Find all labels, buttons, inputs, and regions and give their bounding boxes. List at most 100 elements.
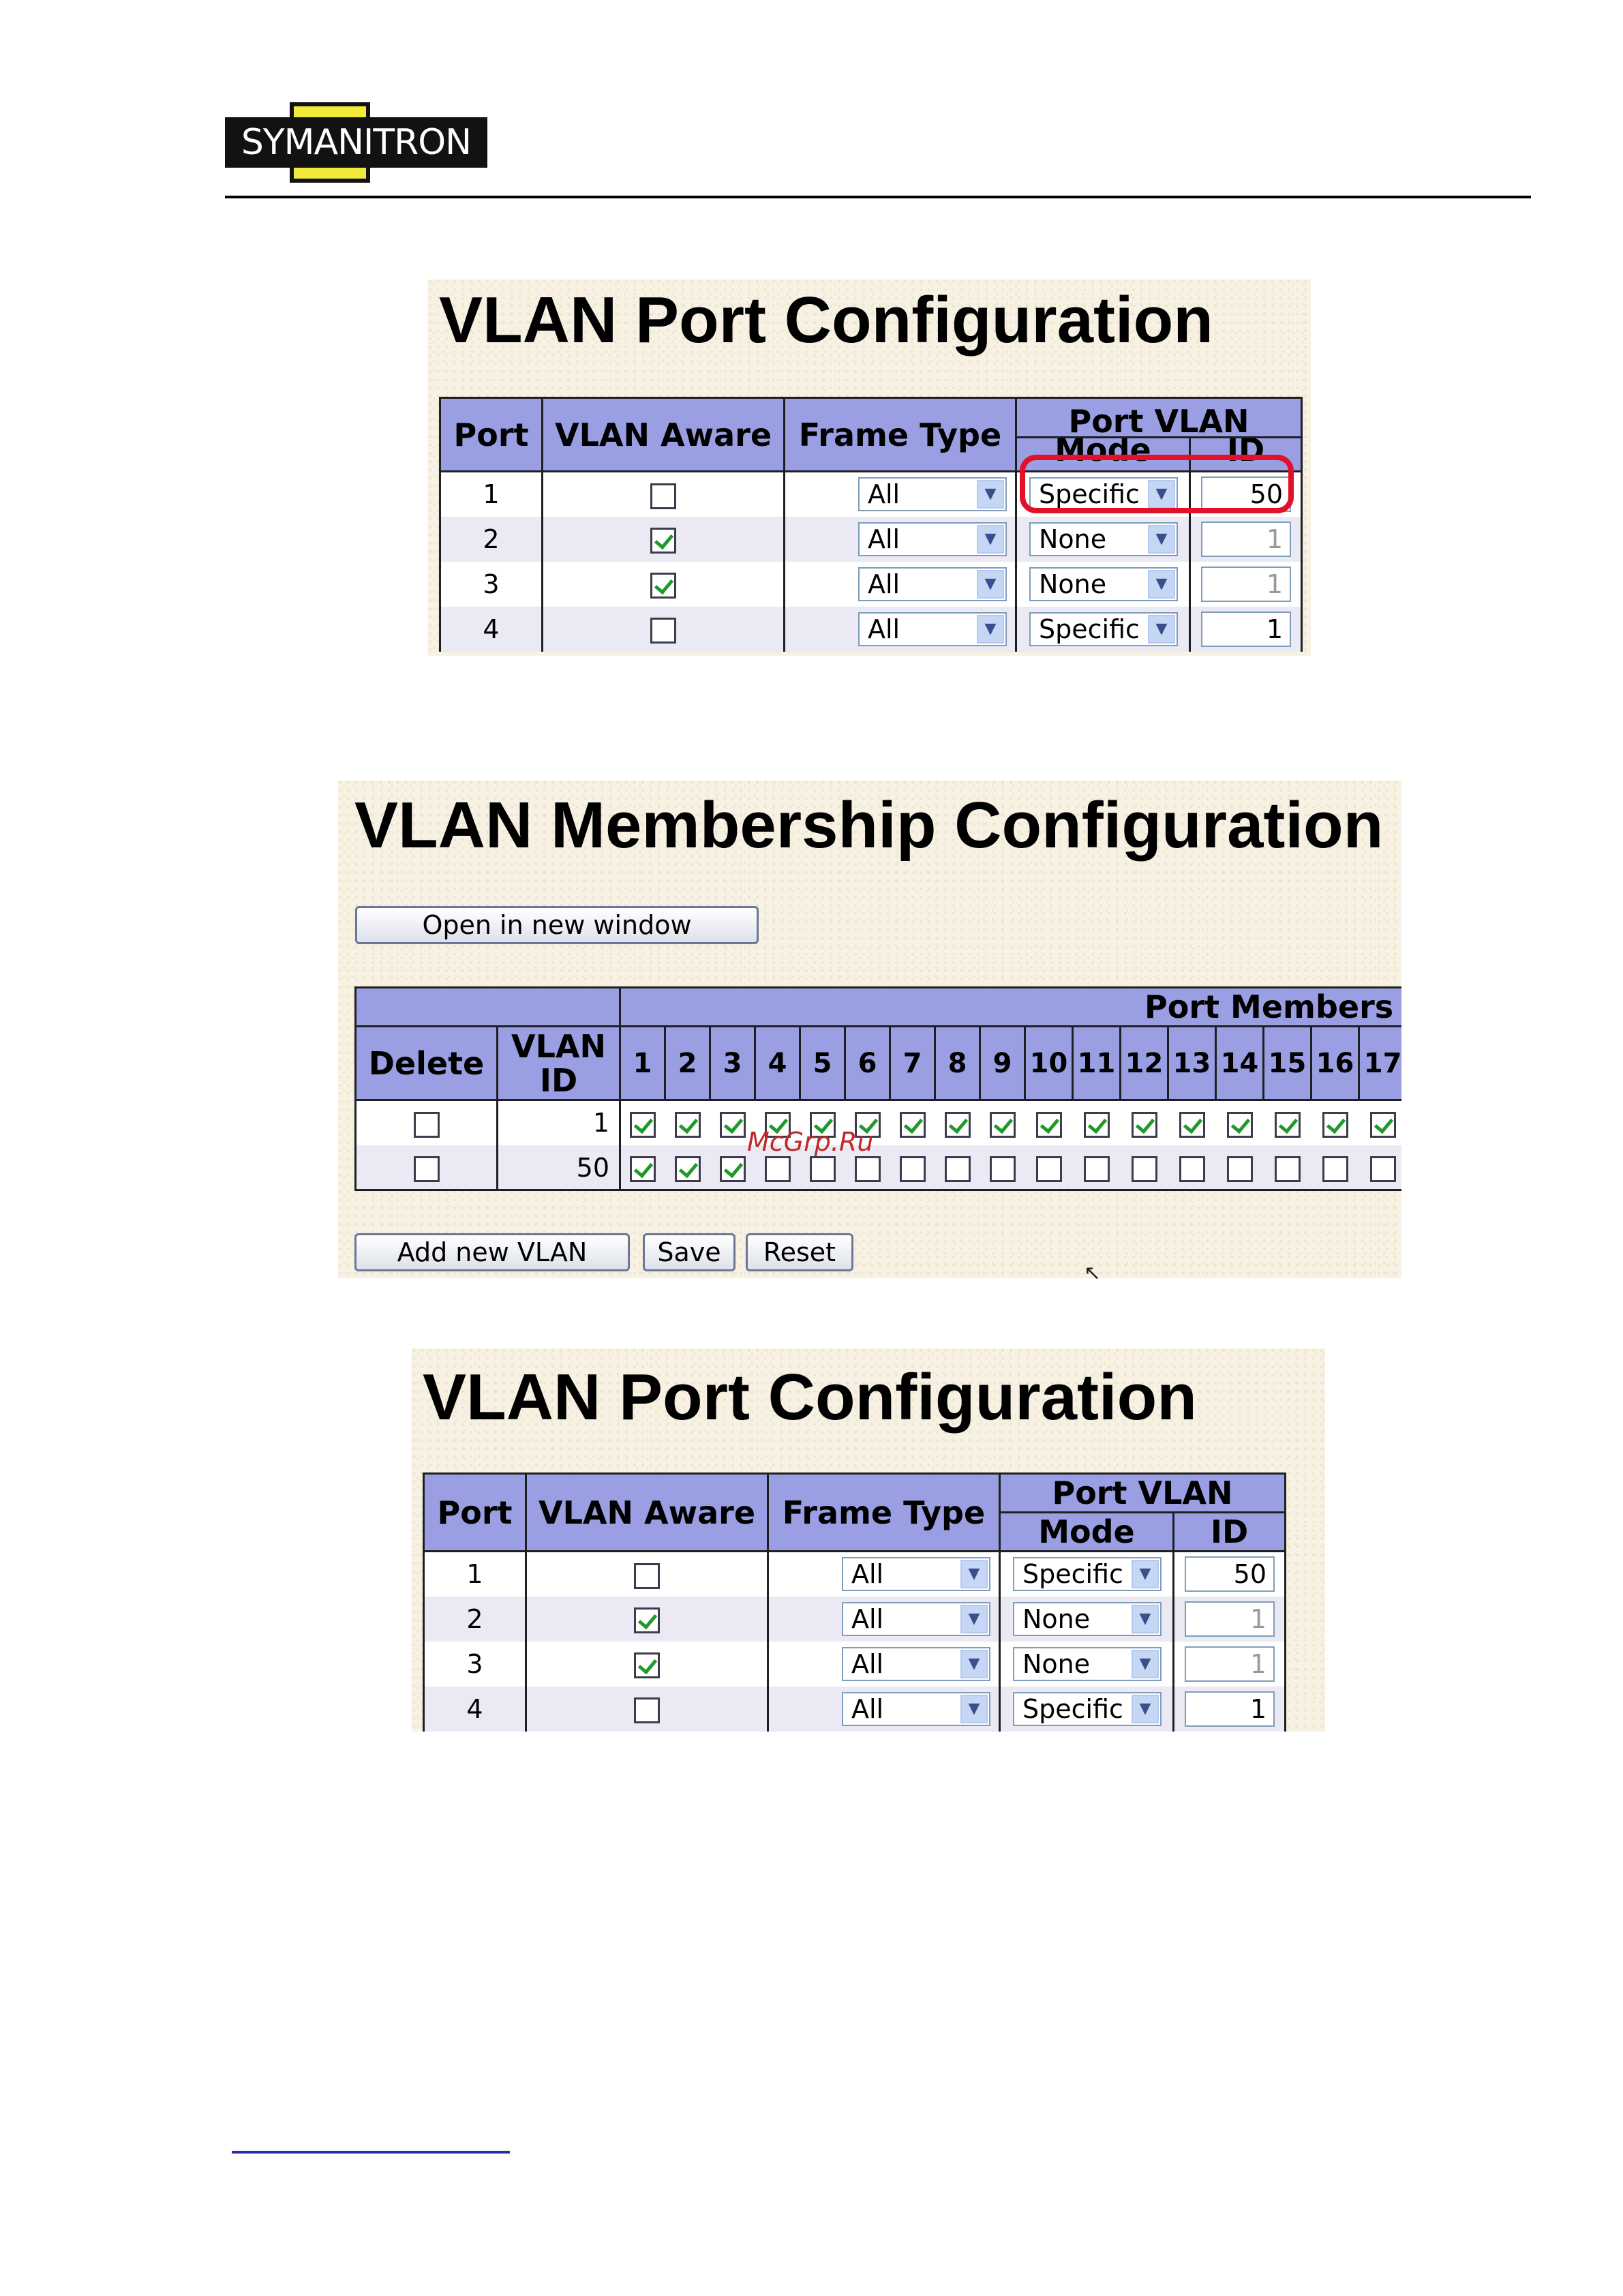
member-checkbox-port-17[interactable]	[1369, 1156, 1396, 1182]
member-cell	[665, 1145, 710, 1190]
member-checkbox-port-10[interactable]	[1035, 1156, 1062, 1182]
mode-select[interactable]: None▼	[1013, 1601, 1162, 1636]
member-checkbox-port-3[interactable]	[719, 1111, 746, 1138]
member-checkbox-port-13[interactable]	[1179, 1156, 1205, 1182]
vlan-id-input[interactable]: 1	[1185, 1691, 1275, 1727]
vlan-id-input[interactable]: 1	[1201, 611, 1291, 647]
member-checkbox-port-10[interactable]	[1035, 1111, 1062, 1138]
member-checkbox-port-9[interactable]	[989, 1111, 1016, 1138]
vlan-id-input[interactable]: 1	[1201, 521, 1291, 557]
member-cell	[845, 1100, 890, 1145]
member-checkbox-port-11[interactable]	[1083, 1111, 1110, 1138]
add-new-vlan-button[interactable]: Add new VLAN	[354, 1233, 630, 1271]
vlan-aware-checkbox[interactable]	[650, 528, 676, 554]
member-checkbox-port-15[interactable]	[1274, 1111, 1301, 1138]
member-checkbox-port-16[interactable]	[1322, 1111, 1348, 1138]
member-checkbox-port-7[interactable]	[899, 1156, 926, 1182]
footer-link-underline[interactable]	[232, 2151, 510, 2154]
vlan-aware-cell	[525, 1641, 769, 1687]
member-checkbox-port-12[interactable]	[1131, 1111, 1157, 1138]
member-checkbox-port-12[interactable]	[1131, 1156, 1157, 1182]
member-checkbox-port-5[interactable]	[809, 1156, 836, 1182]
member-checkbox-port-1[interactable]	[630, 1111, 656, 1138]
mode-select[interactable]: None▼	[1029, 522, 1178, 556]
vlan-id-input[interactable]: 1	[1185, 1601, 1275, 1637]
vlan-aware-checkbox[interactable]	[650, 573, 676, 599]
frame-type-select[interactable]: All▼	[858, 522, 1007, 556]
open-in-new-window-button[interactable]: Open in new window	[355, 906, 759, 944]
member-checkbox-port-14[interactable]	[1226, 1156, 1253, 1182]
member-checkbox-port-5[interactable]	[809, 1111, 836, 1138]
vlan-id-input[interactable]: 1	[1185, 1646, 1275, 1682]
member-checkbox-port-4[interactable]	[764, 1156, 791, 1182]
vlan-aware-header: VLAN Aware	[525, 1472, 769, 1552]
logo-text: SYMANITRON	[241, 122, 472, 163]
mode-select[interactable]: None▼	[1029, 567, 1178, 601]
chevron-down-icon: ▼	[977, 569, 1004, 599]
mode-select[interactable]: Specific▼	[1029, 611, 1178, 646]
frame-type-select[interactable]: All▼	[842, 1646, 990, 1681]
frame-type-select[interactable]: All▼	[858, 611, 1007, 646]
member-checkbox-port-3[interactable]	[719, 1156, 746, 1182]
port-header: Port	[423, 1472, 527, 1552]
member-checkbox-port-2[interactable]	[674, 1111, 701, 1138]
member-checkbox-port-6[interactable]	[854, 1111, 881, 1138]
member-checkbox-port-1[interactable]	[630, 1156, 656, 1182]
port-column-header: 17	[1357, 1025, 1401, 1101]
member-cell	[1120, 1145, 1168, 1190]
frame-type-select[interactable]: All▼	[858, 477, 1007, 512]
member-checkbox-port-8[interactable]	[944, 1156, 971, 1182]
mode-value: Specific	[1039, 614, 1140, 644]
vlan-aware-cell	[541, 516, 785, 562]
member-checkbox-port-13[interactable]	[1179, 1111, 1205, 1138]
frame-type-select[interactable]: All▼	[842, 1601, 990, 1636]
vlan-aware-checkbox[interactable]	[634, 1562, 660, 1589]
mode-cell: Specific▼	[999, 1686, 1174, 1732]
member-cell	[1120, 1100, 1168, 1145]
mode-select[interactable]: Specific▼	[1013, 1691, 1162, 1726]
vlan-id-input[interactable]: 50	[1201, 477, 1291, 513]
member-cell	[710, 1100, 755, 1145]
page-title: VLAN Port Configuration	[423, 1361, 1197, 1434]
frame-type-select[interactable]: All▼	[842, 1557, 990, 1592]
mode-select[interactable]: None▼	[1013, 1646, 1162, 1681]
member-checkbox-port-7[interactable]	[899, 1111, 926, 1138]
delete-checkbox[interactable]	[413, 1156, 440, 1182]
member-checkbox-port-14[interactable]	[1226, 1111, 1253, 1138]
chevron-down-icon: ▼	[960, 1694, 988, 1723]
member-checkbox-port-16[interactable]	[1322, 1156, 1348, 1182]
header-rule	[225, 196, 1531, 198]
delete-cell	[354, 1100, 498, 1145]
member-checkbox-port-4[interactable]	[764, 1111, 791, 1138]
member-checkbox-port-17[interactable]	[1369, 1111, 1396, 1138]
vlan-aware-checkbox[interactable]	[634, 1607, 660, 1633]
member-checkbox-port-2[interactable]	[674, 1156, 701, 1182]
member-checkbox-port-9[interactable]	[989, 1156, 1016, 1182]
port-column-header: 12	[1119, 1025, 1169, 1101]
member-checkbox-port-6[interactable]	[854, 1156, 881, 1182]
delete-checkbox[interactable]	[413, 1111, 440, 1138]
vlan-aware-checkbox[interactable]	[650, 483, 676, 509]
mode-select[interactable]: Specific▼	[1013, 1557, 1162, 1592]
vlan-aware-checkbox[interactable]	[634, 1652, 660, 1678]
mode-value: None	[1022, 1603, 1091, 1634]
port-header: Port	[439, 397, 543, 472]
frame-type-select[interactable]: All▼	[858, 567, 1007, 601]
vlan-aware-checkbox[interactable]	[650, 618, 676, 644]
reset-button[interactable]: Reset	[746, 1233, 853, 1271]
member-checkbox-port-11[interactable]	[1083, 1156, 1110, 1182]
port-number: 2	[423, 1596, 527, 1642]
member-cell	[1215, 1145, 1264, 1190]
member-checkbox-port-15[interactable]	[1274, 1156, 1301, 1182]
save-button[interactable]: Save	[643, 1233, 735, 1271]
port-number: 1	[439, 471, 543, 517]
mode-header: Mode	[999, 1511, 1174, 1552]
vlan-id-input[interactable]: 50	[1185, 1556, 1275, 1592]
chevron-down-icon: ▼	[1148, 524, 1175, 554]
frame-type-select[interactable]: All▼	[842, 1691, 990, 1726]
vlan-aware-checkbox[interactable]	[634, 1697, 660, 1723]
vlan-id-input[interactable]: 1	[1201, 566, 1291, 602]
member-checkbox-port-8[interactable]	[944, 1111, 971, 1138]
mode-cell: None▼	[1015, 516, 1191, 562]
